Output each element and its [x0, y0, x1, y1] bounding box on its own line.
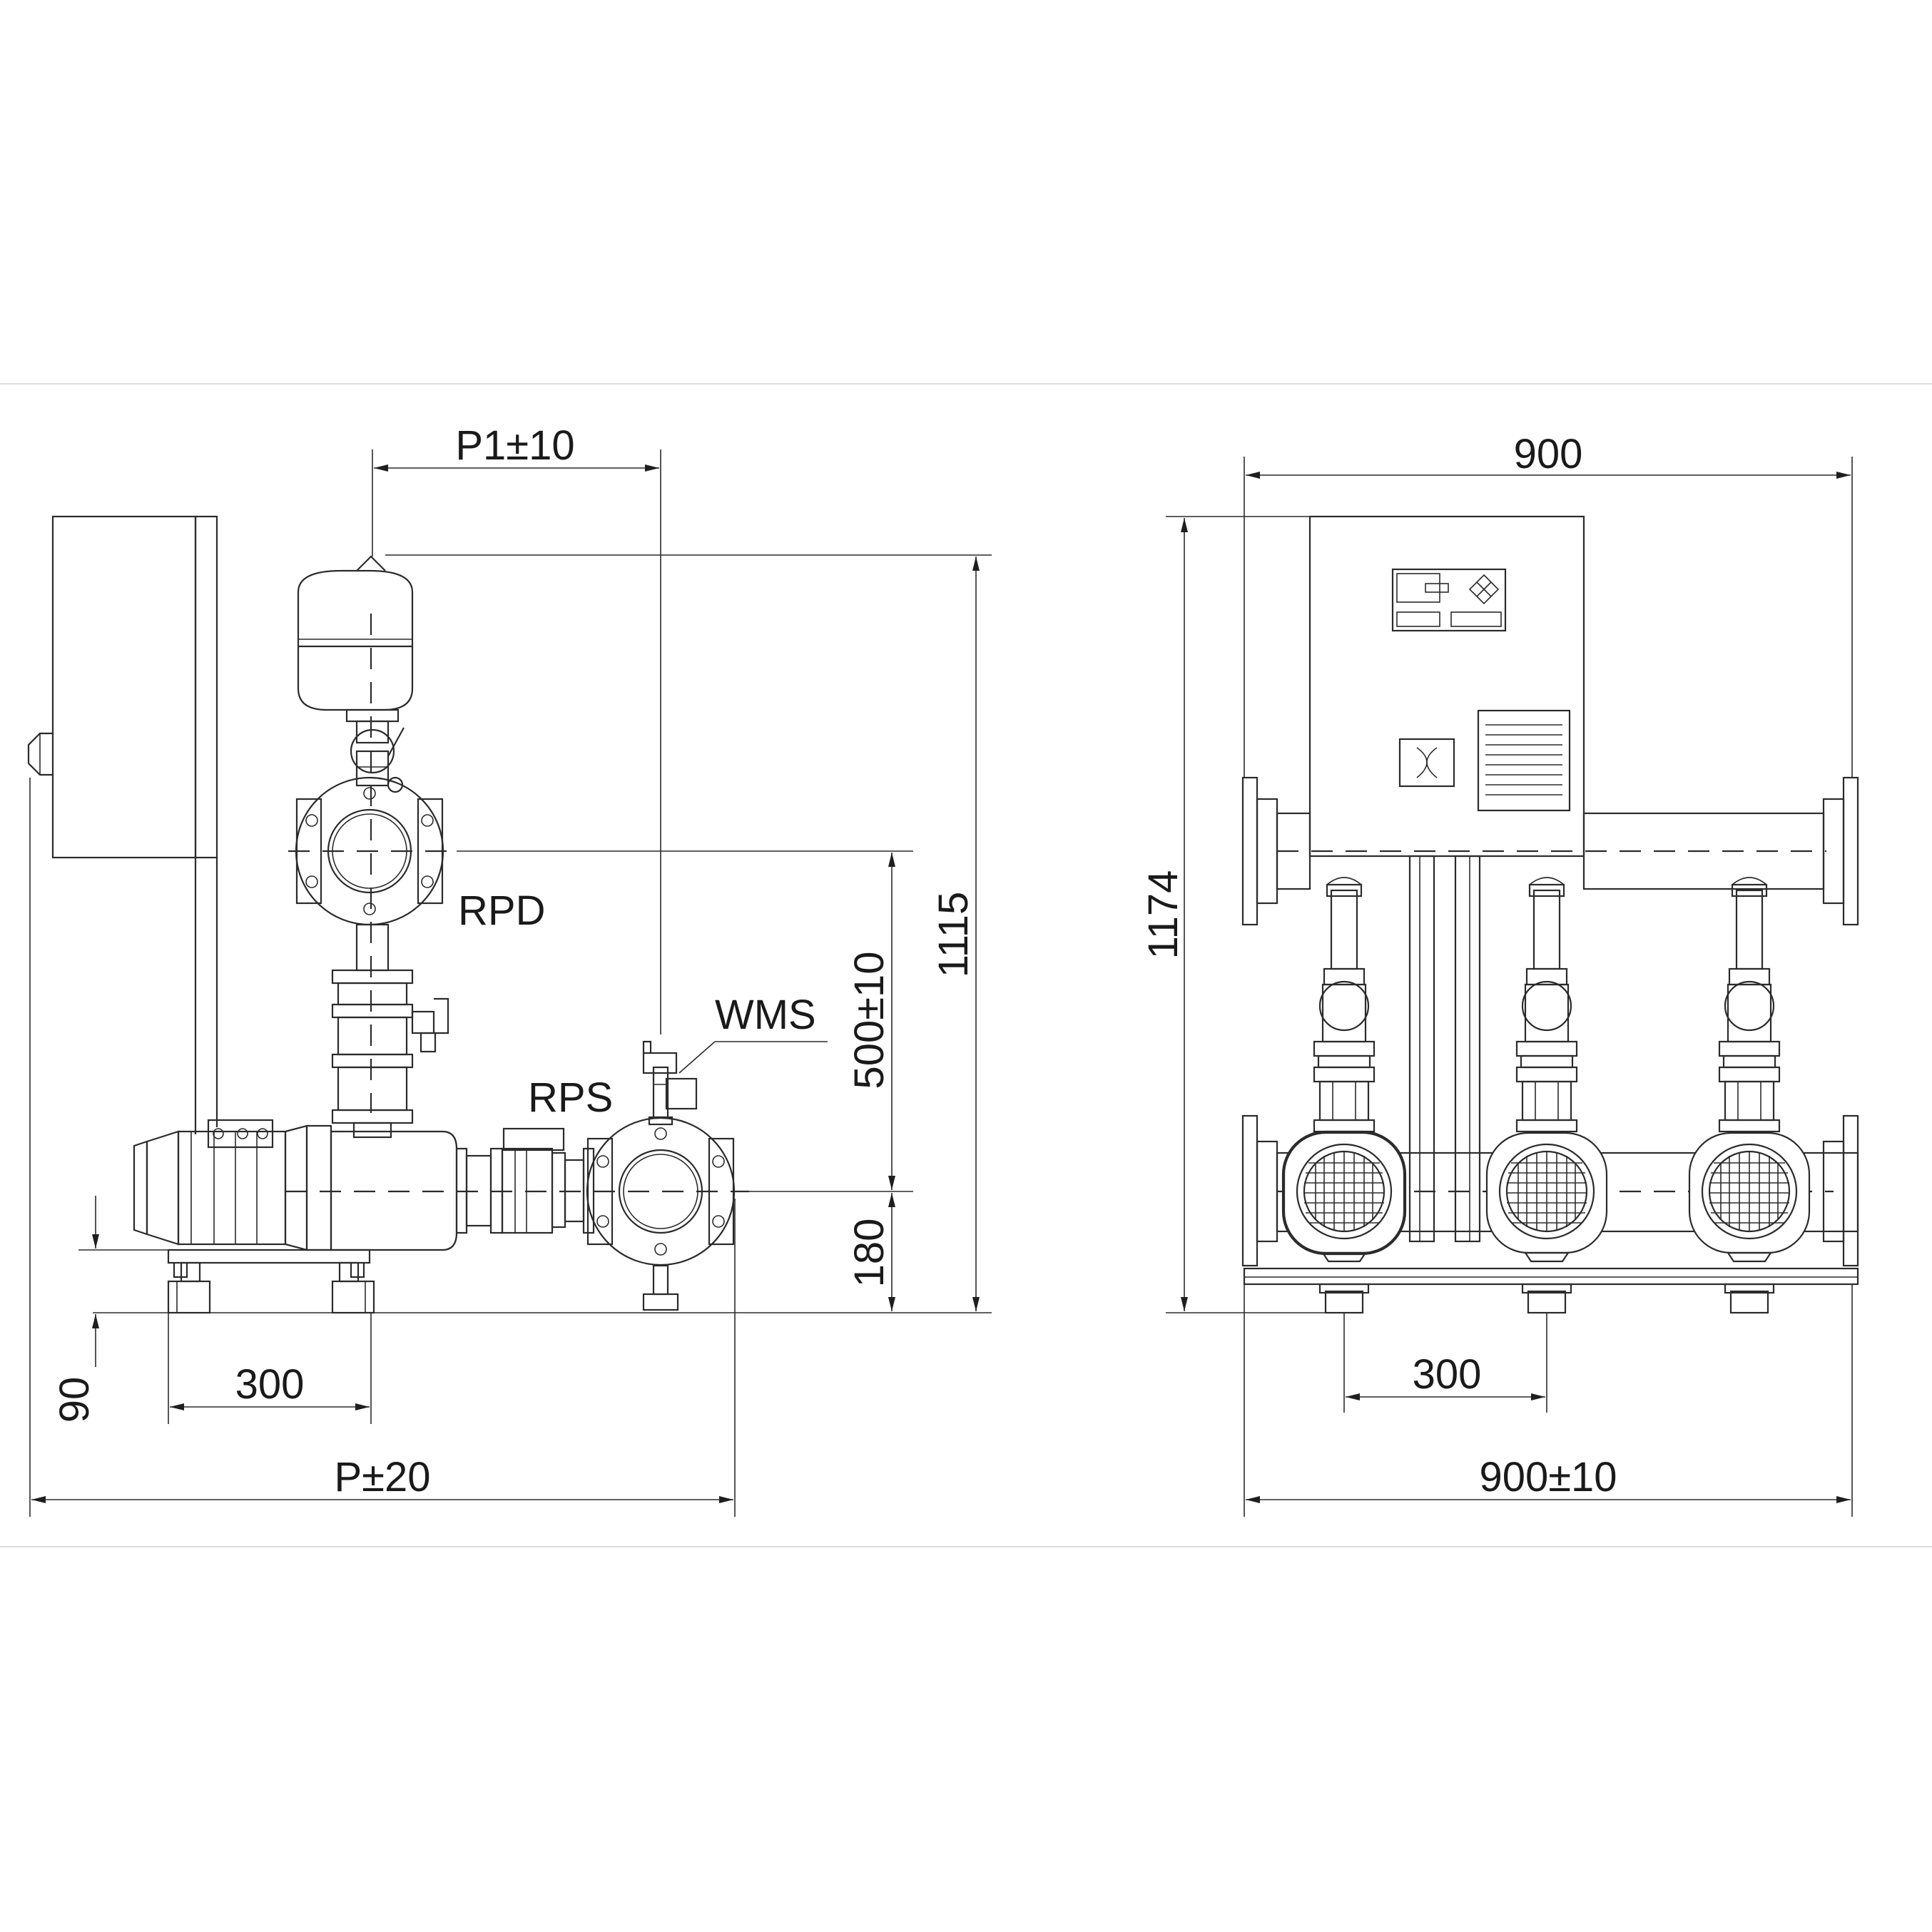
cabinet-stand — [1408, 855, 1481, 1243]
label-rps: RPS — [528, 1074, 613, 1121]
label-300-front: 300 — [1413, 1351, 1482, 1398]
pump-unit-2 — [1485, 877, 1608, 1314]
side-view: P1±10 1115 500±10 180 90 300 P±20 RPD RP… — [27, 422, 992, 1517]
control-cabinet-side — [27, 515, 218, 1134]
front-view: 900 1174 300 900±10 — [1140, 431, 1859, 1517]
label-wms: WMS — [715, 992, 816, 1038]
discharge-manifold — [1241, 776, 1859, 926]
wms-pressure-switch — [642, 1040, 698, 1126]
pump-unit-1 — [1281, 877, 1407, 1314]
pump-unit-3 — [1688, 877, 1811, 1314]
label-900-top: 900 — [1514, 431, 1583, 477]
label-p1: P1±10 — [455, 422, 574, 469]
label-1115: 1115 — [930, 892, 977, 977]
pressure-vessel — [297, 555, 414, 744]
label-1174: 1174 — [1140, 870, 1186, 960]
label-180: 180 — [846, 1219, 893, 1288]
control-cabinet-front — [1308, 515, 1585, 858]
label-90: 90 — [51, 1377, 98, 1423]
baseframe-front — [1243, 1267, 1859, 1286]
rps-flange — [586, 1117, 736, 1311]
label-rpd: RPD — [458, 888, 545, 934]
label-500: 500±10 — [846, 951, 893, 1089]
label-900-bottom: 900±10 — [1479, 1454, 1617, 1500]
label-p20: P±20 — [334, 1454, 430, 1500]
label-300-side: 300 — [235, 1361, 305, 1408]
baseframe-side — [167, 1249, 375, 1314]
pump-motor-side — [133, 1119, 595, 1251]
vertical-discharge-pipe — [331, 923, 449, 1139]
